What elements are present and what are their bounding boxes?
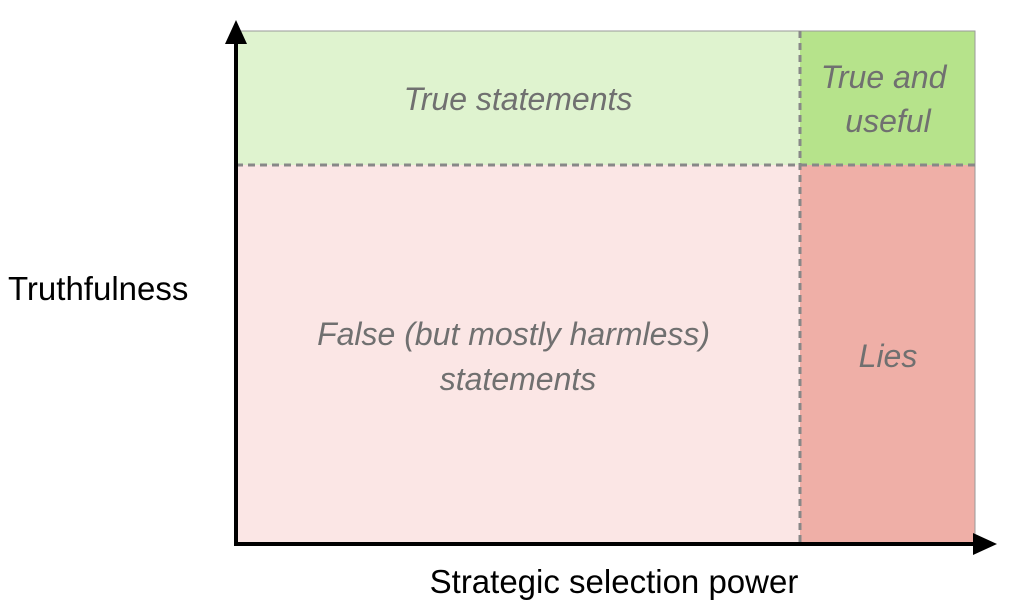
cell-true-and-useful <box>800 31 975 165</box>
label-lies: Lies <box>859 338 918 374</box>
label-true-and-useful-line-2: useful <box>845 103 931 139</box>
cell-false-statements <box>236 165 800 544</box>
y-axis-arrow-icon <box>225 20 247 44</box>
x-axis-label: Strategic selection power <box>430 563 799 600</box>
label-false-statements: False (but mostly harmless) statements <box>317 316 719 397</box>
x-axis-arrow-icon <box>973 533 997 555</box>
label-true-and-useful-line-1: True and <box>821 59 948 95</box>
cell-lies <box>800 165 975 544</box>
outer-border <box>236 30 976 544</box>
label-false-statements-line-1: False (but mostly harmless) <box>317 316 710 352</box>
cell-true-statements <box>236 31 800 165</box>
label-true-statements: True statements <box>404 81 633 117</box>
label-false-statements-line-2: statements <box>440 361 597 397</box>
label-true-and-useful: True and useful <box>821 59 956 139</box>
y-axis-label: Truthfulness <box>8 270 188 307</box>
